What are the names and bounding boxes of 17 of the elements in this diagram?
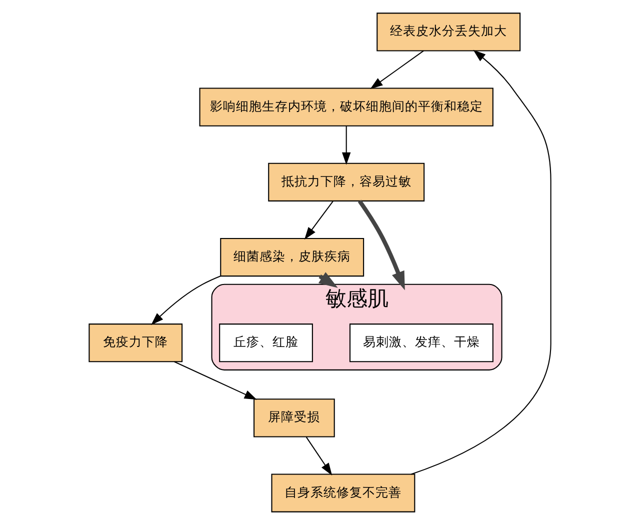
arrow: [342, 126, 351, 164]
node-box: 屏障受损: [254, 398, 335, 437]
arrow: [370, 50, 424, 88]
node-box: 影响细胞生存内环境，破坏细胞间的平衡和稳定: [199, 87, 494, 126]
node-box: 细菌感染，皮肤疾病: [220, 237, 364, 276]
arrow: [304, 200, 334, 240]
node-box: 抵抗力下降，容易过敏: [268, 162, 425, 201]
node-box: 丘疹、红脸: [219, 323, 313, 362]
node-box: 免疫力下降: [88, 323, 183, 362]
node-box: 自身系统修复不完善: [271, 473, 416, 512]
node-box: 经表皮水分丢失加大: [376, 12, 521, 51]
arrow: [174, 360, 257, 400]
arrow: [151, 275, 221, 325]
arrow: [358, 199, 405, 290]
node-box: 易刺激、发痒、干燥: [349, 323, 494, 362]
arrow: [411, 49, 552, 474]
arrow: [306, 436, 332, 475]
